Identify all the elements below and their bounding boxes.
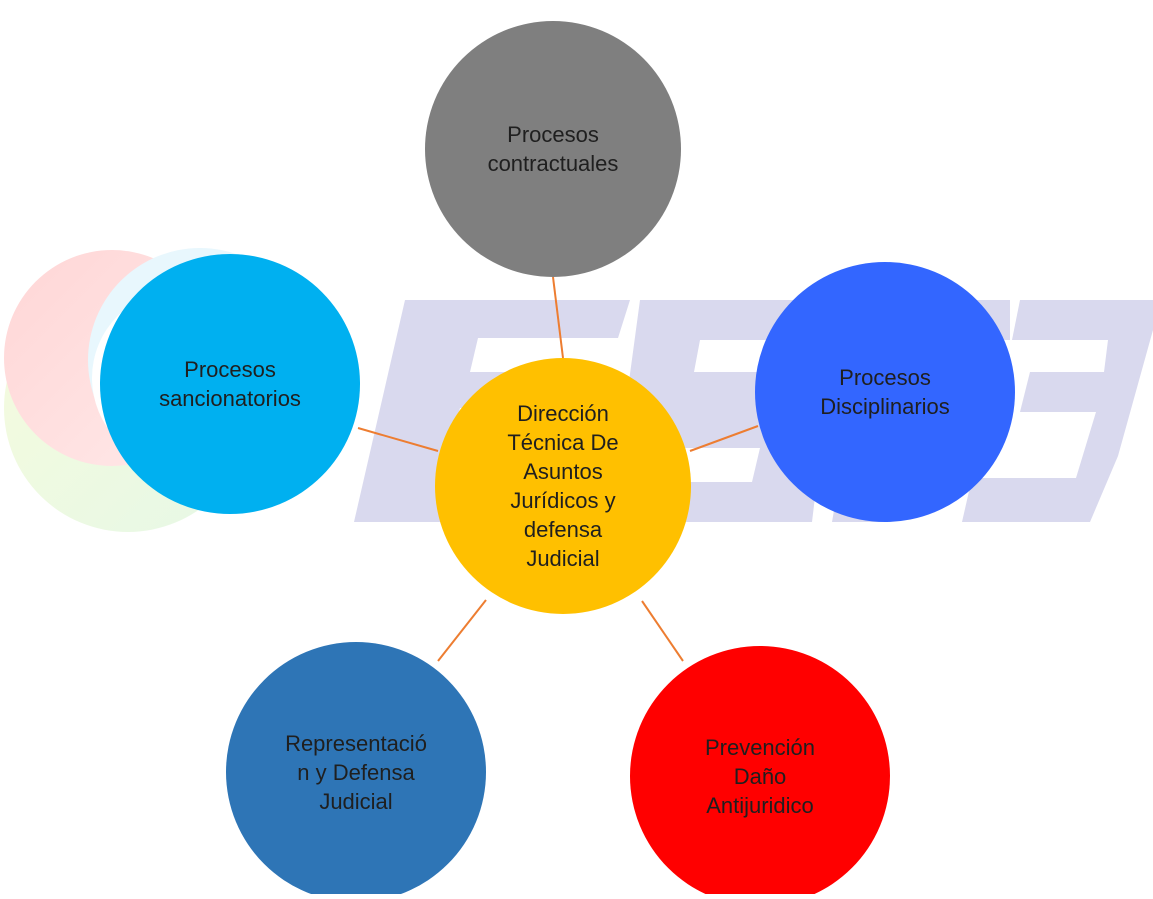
node-circle-contractuales bbox=[425, 21, 681, 277]
connector-representacion bbox=[437, 599, 487, 662]
connectors bbox=[357, 276, 759, 662]
node-circles bbox=[100, 21, 1015, 899]
watermark-letter-b bbox=[962, 300, 1153, 522]
connector-disciplinarios bbox=[689, 425, 759, 452]
node-circle-sancionatorios bbox=[100, 254, 360, 514]
node-circle-disciplinarios bbox=[755, 262, 1015, 522]
connector-contractuales bbox=[552, 276, 564, 359]
node-circle-center bbox=[435, 358, 691, 614]
connector-sancionatorios bbox=[357, 427, 439, 452]
connector-prevencion bbox=[641, 600, 684, 662]
node-circle-prevencion bbox=[630, 646, 890, 899]
node-circle-representacion bbox=[226, 642, 486, 899]
